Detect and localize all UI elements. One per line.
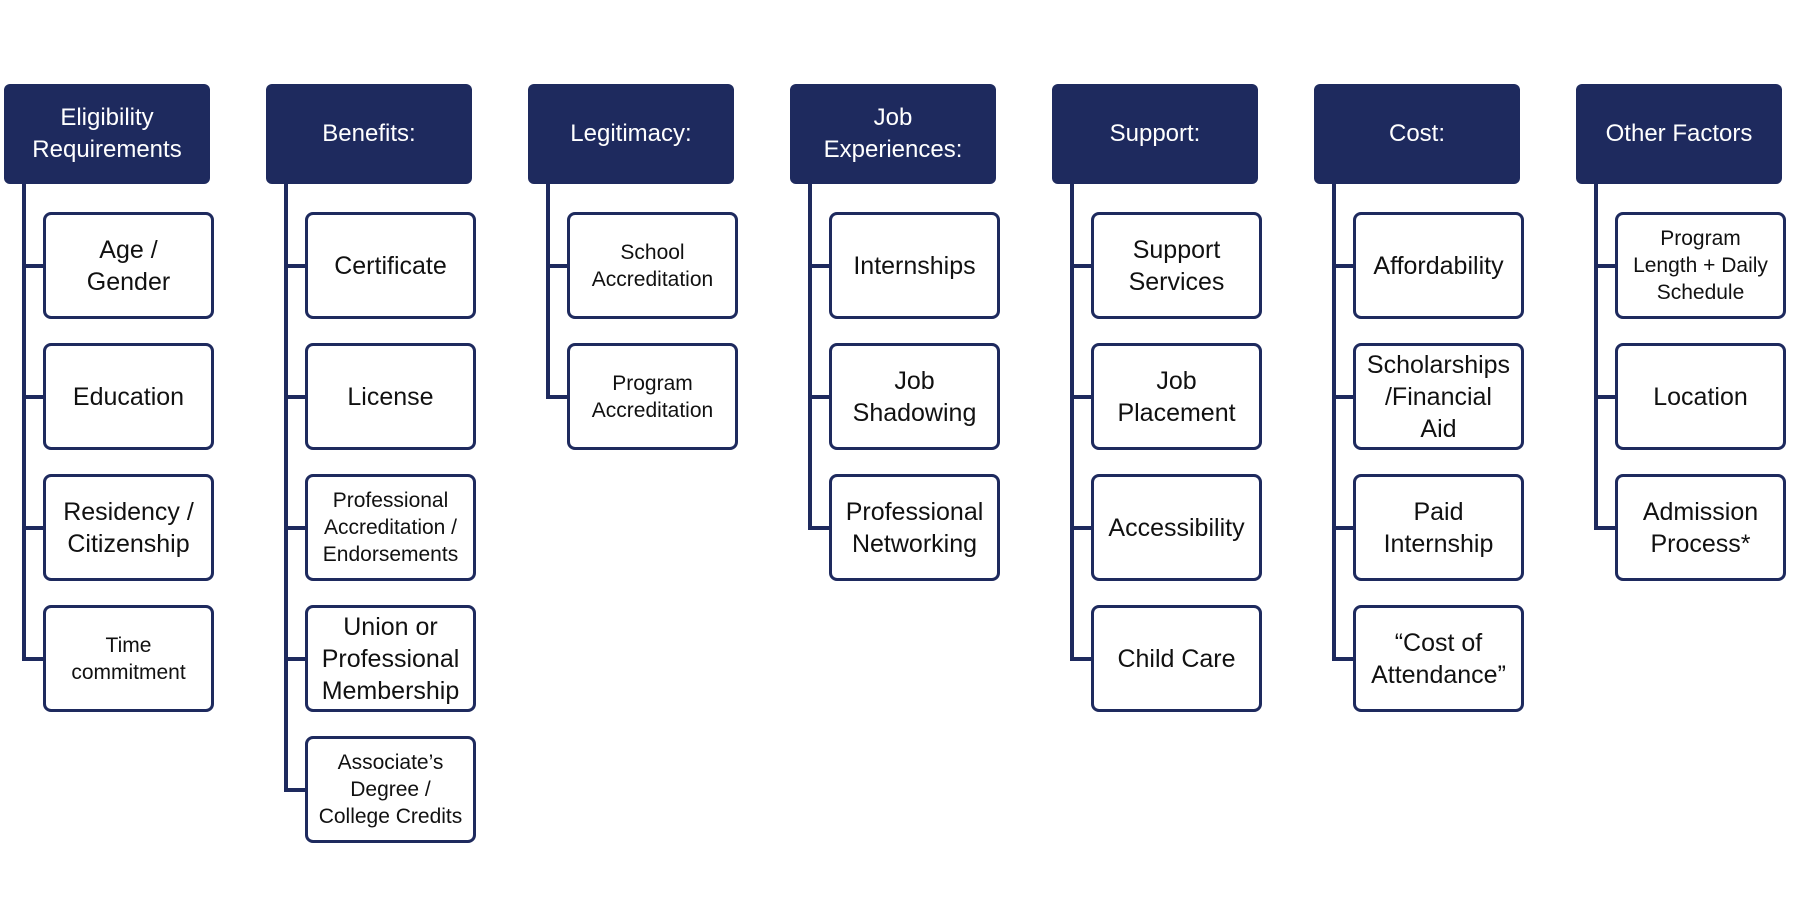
tree-connector-line <box>22 394 43 399</box>
factor-box: Admission Process* <box>1615 474 1786 581</box>
factor-box: License <box>305 343 476 450</box>
category-header: Cost: <box>1314 84 1520 184</box>
factor-box: Affordability <box>1353 212 1524 319</box>
tree-connector-line <box>284 525 305 530</box>
factor-box: Paid Internship <box>1353 474 1524 581</box>
factor-box: Associate’s Degree / College Credits <box>305 736 476 843</box>
category-header: Other Factors <box>1576 84 1782 184</box>
factor-box: Child Care <box>1091 605 1262 712</box>
tree-spine-line <box>22 184 26 661</box>
factor-box: Program Length + Daily Schedule <box>1615 212 1786 319</box>
tree-connector-line <box>1332 263 1353 268</box>
tree-connector-line <box>1594 263 1615 268</box>
category-header: Support: <box>1052 84 1258 184</box>
factor-box: Accessibility <box>1091 474 1262 581</box>
factor-box: Union or Professional Membership <box>305 605 476 712</box>
tree-connector-line <box>1070 525 1091 530</box>
tree-connector-line <box>1332 525 1353 530</box>
factor-box: Residency / Citizenship <box>43 474 214 581</box>
tree-connector-line <box>22 263 43 268</box>
tree-connector-line <box>1070 263 1091 268</box>
factor-box: Professional Networking <box>829 474 1000 581</box>
factor-box: Job Placement <box>1091 343 1262 450</box>
tree-spine-line <box>546 184 550 399</box>
tree-connector-line <box>284 263 305 268</box>
tree-connector-line <box>1594 394 1615 399</box>
tree-connector-line <box>284 656 305 661</box>
factor-box: “Cost of Attendance” <box>1353 605 1524 712</box>
factor-box: Education <box>43 343 214 450</box>
tree-connector-line <box>284 787 305 792</box>
factor-box: Location <box>1615 343 1786 450</box>
tree-connector-line <box>1332 656 1353 661</box>
factor-box: Age / Gender <box>43 212 214 319</box>
tree-spine-line <box>1594 184 1598 530</box>
tree-connector-line <box>22 656 43 661</box>
tree-connector-line <box>808 525 829 530</box>
factor-box: Internships <box>829 212 1000 319</box>
tree-connector-line <box>1332 394 1353 399</box>
tree-connector-line <box>22 525 43 530</box>
factor-box: Certificate <box>305 212 476 319</box>
category-header: Eligibility Requirements <box>4 84 210 184</box>
tree-spine-line <box>808 184 812 530</box>
tree-spine-line <box>284 184 288 792</box>
category-header: Job Experiences: <box>790 84 996 184</box>
factor-box: School Accreditation <box>567 212 738 319</box>
factor-box: Professional Accreditation / Endorsement… <box>305 474 476 581</box>
tree-connector-line <box>1594 525 1615 530</box>
tree-connector-line <box>808 394 829 399</box>
tree-spine-line <box>1332 184 1336 661</box>
tree-connector-line <box>284 394 305 399</box>
tree-connector-line <box>1070 656 1091 661</box>
tree-connector-line <box>1070 394 1091 399</box>
factor-box: Support Services <box>1091 212 1262 319</box>
factor-box: Time commitment <box>43 605 214 712</box>
tree-connector-line <box>546 263 567 268</box>
factor-box: Scholarships /Financial Aid <box>1353 343 1524 450</box>
tree-connector-line <box>546 394 567 399</box>
category-header: Benefits: <box>266 84 472 184</box>
tree-connector-line <box>808 263 829 268</box>
category-header: Legitimacy: <box>528 84 734 184</box>
tree-spine-line <box>1070 184 1074 661</box>
factor-box: Job Shadowing <box>829 343 1000 450</box>
factor-box: Program Accreditation <box>567 343 738 450</box>
